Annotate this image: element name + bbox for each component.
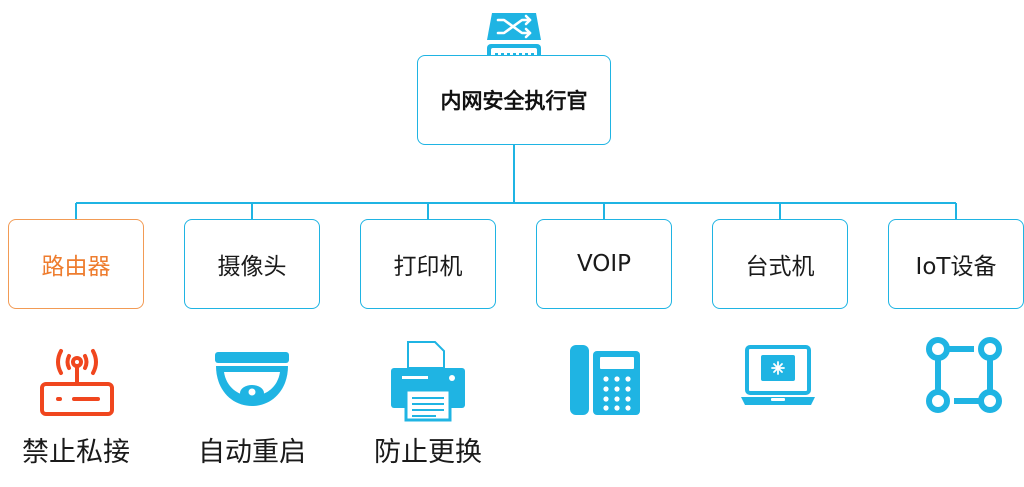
camera-caption: 自动重启: [198, 437, 306, 468]
node-voip: VOIP: [536, 219, 672, 309]
node-desktop: 台式机: [712, 219, 848, 309]
node-label: IoT设备: [915, 254, 997, 280]
iot-nodes-icon: [926, 337, 1002, 413]
node-iot: IoT设备: [888, 219, 1024, 309]
node-router: 路由器: [8, 219, 144, 309]
printer-caption: 防止更换: [374, 437, 482, 468]
node-camera: 摄像头: [184, 219, 320, 309]
laptop-icon: [741, 345, 815, 405]
router-icon: [40, 349, 114, 416]
node-label: 摄像头: [217, 254, 287, 280]
root-node: 内网安全执行官: [417, 55, 611, 145]
root-label: 内网安全执行官: [440, 89, 588, 113]
node-label: 路由器: [41, 254, 111, 280]
node-printer: 打印机: [360, 219, 496, 309]
dome-camera-icon: [215, 352, 289, 406]
desk-phone-icon: [570, 345, 640, 415]
node-label: VOIP: [576, 251, 632, 277]
router-caption: 禁止私接: [22, 437, 130, 468]
node-label: 台式机: [745, 254, 815, 280]
printer-icon: [391, 341, 465, 422]
node-label: 打印机: [393, 254, 463, 280]
